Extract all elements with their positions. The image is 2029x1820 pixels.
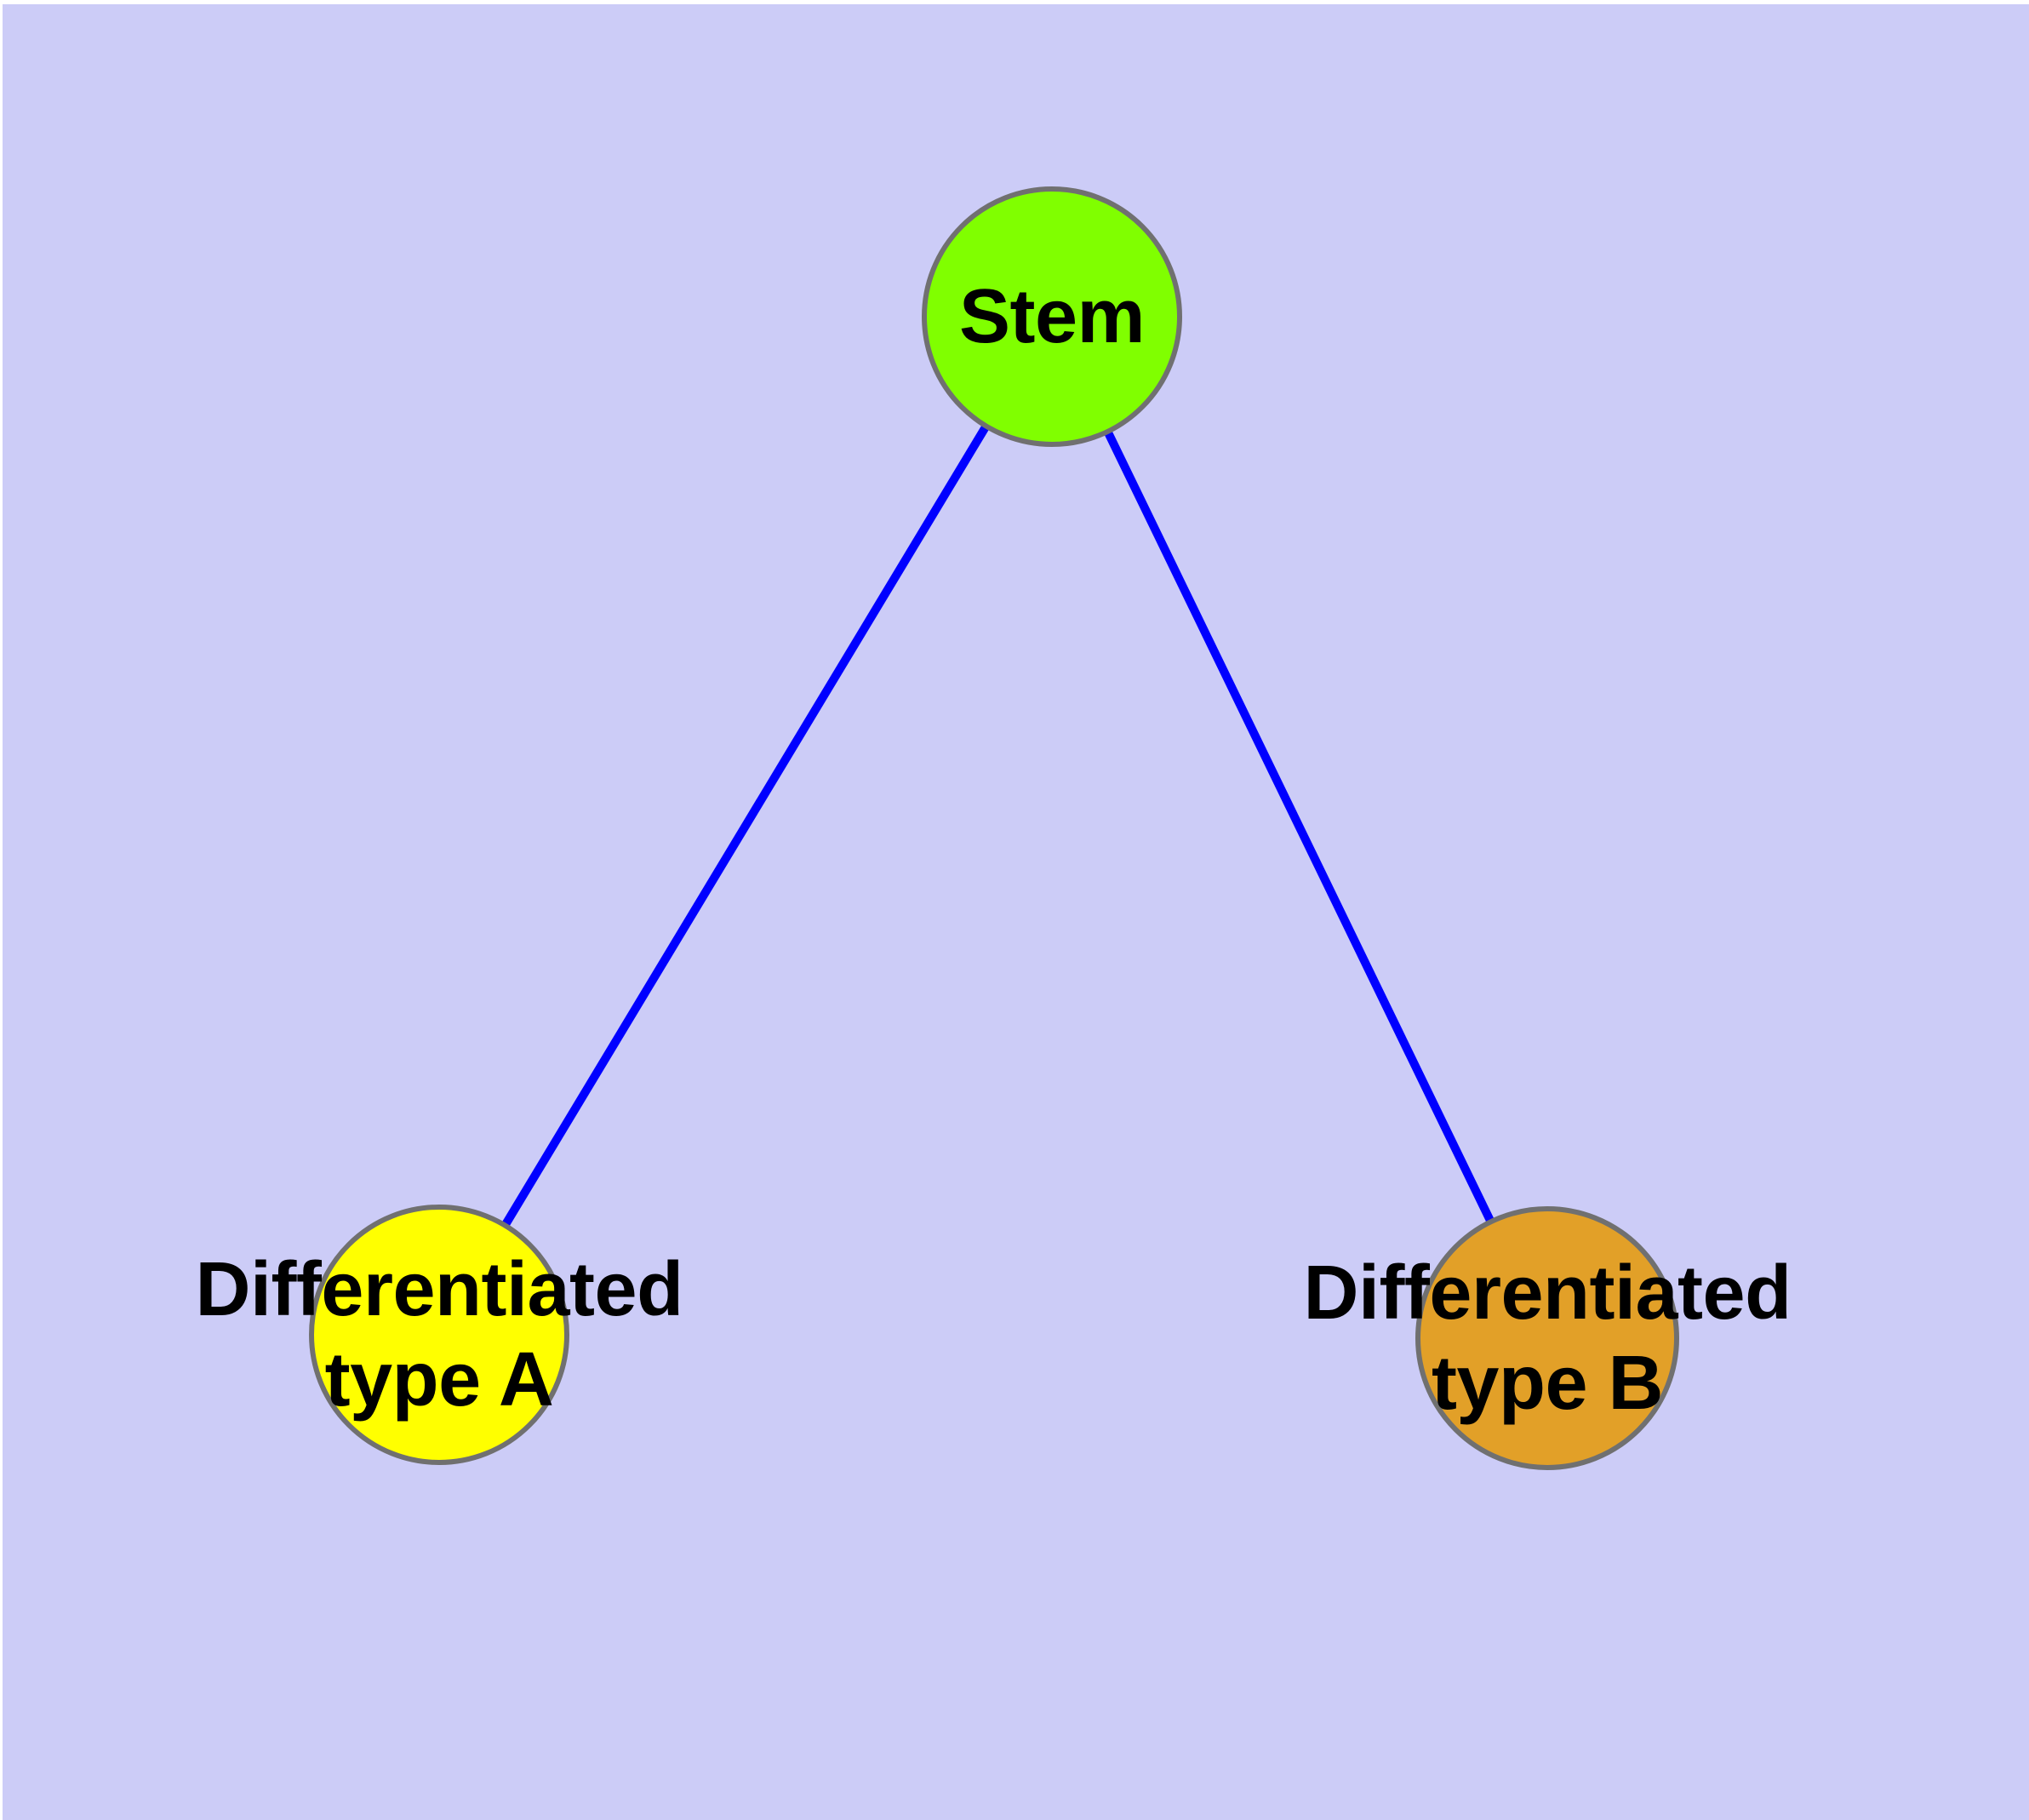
graph-svg: [309, 186, 1679, 1470]
nodes-layer: [309, 186, 1679, 1470]
edge-stem-diff-b[interactable]: [1048, 314, 1552, 1341]
node-circle-stem[interactable]: [922, 186, 1182, 447]
edges-layer: [435, 314, 1552, 1341]
edge-stem-diff-a[interactable]: [435, 314, 1056, 1337]
node-circle-diff_b[interactable]: [1415, 1206, 1679, 1470]
node-circle-diff_a[interactable]: [309, 1205, 569, 1465]
